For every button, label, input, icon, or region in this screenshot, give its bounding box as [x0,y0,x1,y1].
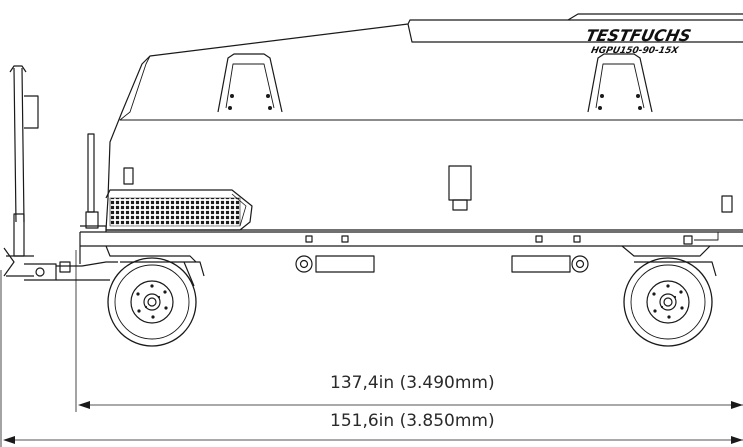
front-wheel [107,257,197,347]
overall-length-dimension-label: 151,6in (3.850mm) [326,411,499,431]
battery-box-left [315,255,375,273]
vent-grille-mesh [109,197,241,227]
rear-window [721,195,733,213]
housing-body [105,19,743,231]
brake-lever [87,133,95,213]
battery-box-right [511,255,571,273]
frame-slot [573,235,581,243]
front-window [123,167,134,185]
housing-crease-line [119,55,743,121]
wheelbase-arrow-left [78,401,90,409]
rear-wheel [623,257,713,347]
frame-slot [305,235,313,243]
tow-bar-arm [13,67,25,223]
frame-slot [535,235,543,243]
overall-arrow-right [731,436,743,444]
lifting-handle-left [217,53,283,113]
brand-logo-text: TESTFUCHS [583,26,693,45]
wheelbase-arrow-right [731,401,743,409]
connector-port [448,165,472,201]
model-designation: HGPU150-90-15X [589,46,680,56]
chassis-frame [80,231,743,247]
housing-roof-step [567,13,743,21]
wheelbase-dimension-label: 137,4in (3.490mm) [326,373,499,393]
housing-top-panel-line [407,23,743,43]
frame-slot [341,235,349,243]
vent-grille-frame [105,189,253,231]
lifting-handle-right [587,53,653,113]
overall-arrow-left [3,436,15,444]
